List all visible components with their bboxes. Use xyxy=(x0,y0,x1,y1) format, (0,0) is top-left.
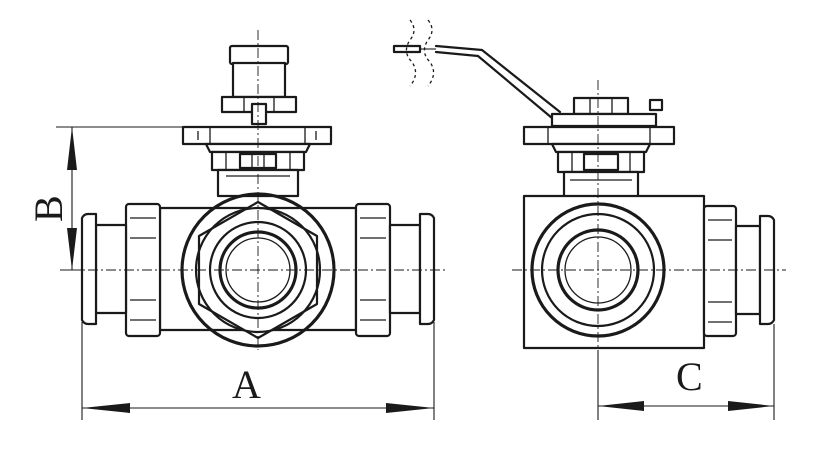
front-top-stem xyxy=(220,44,298,126)
side-right-union xyxy=(702,204,776,338)
side-bonnet xyxy=(550,142,652,200)
side-mounting-flange xyxy=(522,125,676,146)
dimension-b-label: B xyxy=(26,195,71,222)
dimension-c-label: C xyxy=(676,354,703,399)
dimension-b xyxy=(56,126,183,271)
front-mounting-flange xyxy=(181,125,333,146)
side-top-nut xyxy=(550,96,664,128)
side-view xyxy=(392,19,786,350)
front-right-union xyxy=(354,202,436,338)
side-handle-lever xyxy=(392,19,562,120)
front-bonnet xyxy=(204,142,312,198)
side-valve-body xyxy=(522,194,706,350)
front-view xyxy=(70,30,446,350)
dimension-a-label: A xyxy=(232,362,261,407)
dimension-c xyxy=(597,324,775,420)
dimension-a xyxy=(81,322,435,420)
